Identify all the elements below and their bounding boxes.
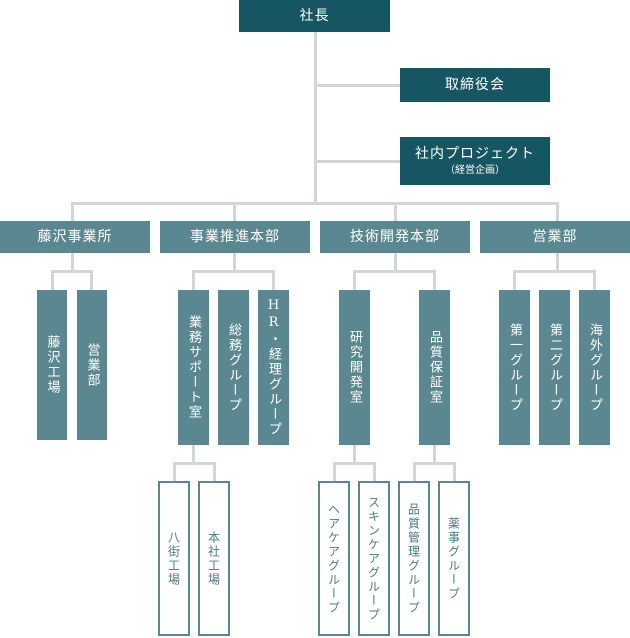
- division-fujisawa: 藤沢事業所: [0, 221, 150, 253]
- unit-general-affairs: 総務グループ: [218, 290, 249, 445]
- connector: [90, 270, 93, 290]
- unit-label: 海外グループ: [587, 322, 602, 413]
- connector: [513, 270, 516, 290]
- division-label: 事業推進本部: [190, 228, 280, 245]
- connector: [192, 270, 195, 290]
- division-tech-development: 技術開発本部: [320, 221, 470, 253]
- project-label: 社内プロジェクト: [415, 146, 535, 163]
- unit-hr-accounting: HR・経理グループ: [258, 290, 289, 445]
- unit-label: 業務サポート室: [186, 315, 201, 420]
- connector: [192, 445, 195, 464]
- unit-research: 研究開発室: [339, 290, 370, 445]
- president-box: 社長: [239, 0, 390, 32]
- subunit-label: 本社工場: [206, 530, 221, 587]
- connector-div-2: [394, 202, 397, 221]
- connector: [193, 270, 274, 273]
- unit-quality-assurance: 品質保証室: [419, 290, 450, 445]
- unit-label: 第二グループ: [547, 322, 562, 413]
- connector: [52, 270, 93, 273]
- connector: [453, 462, 456, 481]
- connector-div-3: [556, 202, 559, 221]
- subunit-regulatory: 薬事グループ: [438, 481, 470, 636]
- division-label: 営業部: [532, 228, 578, 245]
- unit-label: 第一グループ: [507, 322, 522, 413]
- subunit-label: スキンケアグループ: [366, 495, 381, 622]
- subunit-hq-factory: 本社工場: [198, 481, 230, 636]
- subunit-label: ヘアケアグループ: [326, 502, 341, 615]
- connector-divisions-bar: [72, 202, 558, 205]
- subunit-haircare: ヘアケアグループ: [318, 481, 350, 636]
- project-sublabel: （経営企画）: [445, 164, 505, 176]
- unit-label: 営業部: [84, 342, 100, 388]
- connector-div-0: [71, 202, 74, 221]
- subunit-yachimata-factory: 八街工場: [158, 481, 190, 636]
- connector: [334, 462, 375, 465]
- unit-label: 総務グループ: [226, 322, 241, 413]
- connector: [233, 253, 236, 271]
- connector-project: [316, 160, 400, 163]
- connector: [213, 462, 216, 481]
- connector: [354, 270, 435, 273]
- subunit-quality-control: 品質管理グループ: [398, 481, 430, 636]
- connector: [353, 270, 356, 290]
- unit-label: 研究開発室: [347, 330, 362, 405]
- connector: [353, 445, 356, 464]
- connector: [272, 270, 275, 290]
- unit-business-support: 業務サポート室: [178, 290, 209, 445]
- connector: [51, 270, 54, 290]
- unit-sales-group-1: 第一グループ: [499, 290, 530, 445]
- division-sales: 営業部: [480, 221, 630, 253]
- unit-overseas-group: 海外グループ: [579, 290, 610, 445]
- board-box: 取締役会: [400, 68, 550, 102]
- subunit-skincare: スキンケアグループ: [358, 481, 390, 636]
- division-business-promotion: 事業推進本部: [160, 221, 310, 253]
- connector: [414, 462, 455, 465]
- connector: [174, 462, 215, 465]
- division-label: 藤沢事業所: [37, 228, 113, 245]
- unit-label: 品質保証室: [427, 330, 442, 405]
- unit-sales-group-2: 第二グループ: [539, 290, 570, 445]
- connector: [593, 270, 596, 290]
- division-label: 技術開発本部: [350, 228, 440, 245]
- connector-div-1: [233, 202, 236, 221]
- subunit-label: 品質管理グループ: [406, 502, 421, 615]
- unit-label: HR・経理グループ: [266, 298, 281, 437]
- connector: [394, 253, 397, 271]
- connector: [514, 270, 595, 273]
- connector-board: [316, 84, 400, 87]
- subunit-label: 薬事グループ: [446, 516, 461, 601]
- connector: [433, 270, 436, 290]
- project-box: 社内プロジェクト （経営企画）: [400, 137, 550, 185]
- connector: [71, 253, 74, 271]
- unit-fujisawa-sales: 営業部: [77, 290, 107, 440]
- board-label: 取締役会: [445, 76, 505, 93]
- connector-president-trunk: [314, 32, 317, 204]
- connector: [373, 462, 376, 481]
- president-label: 社長: [299, 7, 330, 24]
- connector: [333, 462, 336, 481]
- subunit-label: 八街工場: [166, 530, 181, 587]
- unit-label: 藤沢工場: [44, 335, 60, 395]
- connector: [413, 462, 416, 481]
- unit-fujisawa-factory: 藤沢工場: [37, 290, 67, 440]
- connector: [556, 253, 559, 271]
- connector: [173, 462, 176, 481]
- connector: [433, 445, 436, 464]
